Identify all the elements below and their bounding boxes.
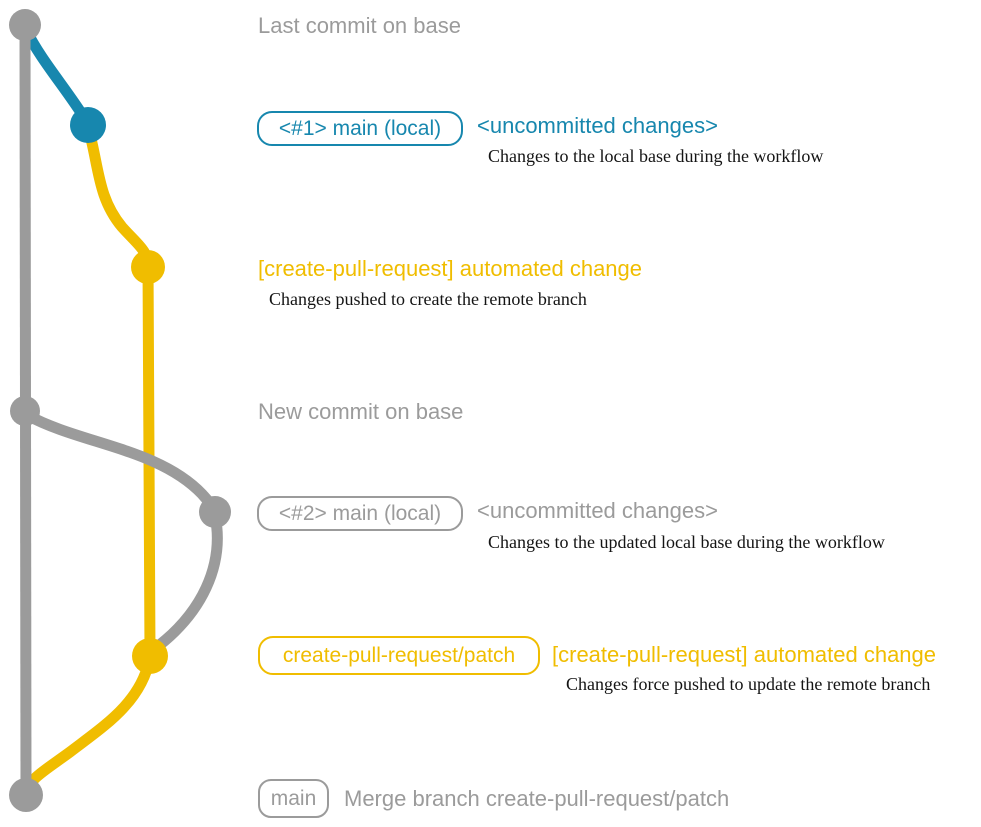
description-automated-change-1: Changes pushed to create the remote bran… (269, 289, 587, 309)
badge-patch-branch: create-pull-request/patch (258, 636, 540, 675)
commit-node-patch-1 (131, 250, 165, 284)
annotation-merge-message: Merge branch create-pull-request/patch (344, 786, 730, 811)
description-uncommitted-changes-2: Changes to the updated local base during… (488, 532, 885, 552)
commit-node-local-main-1 (70, 107, 106, 143)
commit-node-local-main-2 (199, 496, 231, 528)
badge-main-local-2: <#2> main (local) (257, 496, 463, 531)
description-automated-change-2: Changes force pushed to update the remot… (566, 674, 931, 694)
annotation-automated-change-1: [create-pull-request] automated change (258, 256, 643, 281)
patch-to-merge-curve (20, 651, 156, 799)
heading-last-commit-on-base: Last commit on base (258, 13, 461, 38)
local-main-1-to-patch-curve (82, 121, 154, 274)
git-graph (9, 9, 231, 812)
commit-node-last-base (9, 9, 41, 41)
commit-node-new-base (10, 396, 40, 426)
badge-main-local-1: <#1> main (local) (257, 111, 463, 146)
heading-new-commit-on-base: New commit on base (258, 399, 464, 424)
annotation-uncommitted-changes-1: <uncommitted changes> (477, 113, 718, 138)
commit-node-merge (9, 778, 43, 812)
base-to-local-main-1-curve (20, 24, 93, 128)
commit-node-patch-2 (132, 638, 168, 674)
description-uncommitted-changes-1: Changes to the local base during the wor… (488, 146, 824, 166)
local-main-2-to-patch-curve (147, 509, 223, 656)
base-to-local-main-2-curve (21, 409, 221, 519)
annotation-automated-change-2: [create-pull-request] automated change (552, 642, 937, 667)
badge-main: main (258, 779, 329, 818)
annotation-uncommitted-changes-2: <uncommitted changes> (477, 498, 718, 523)
